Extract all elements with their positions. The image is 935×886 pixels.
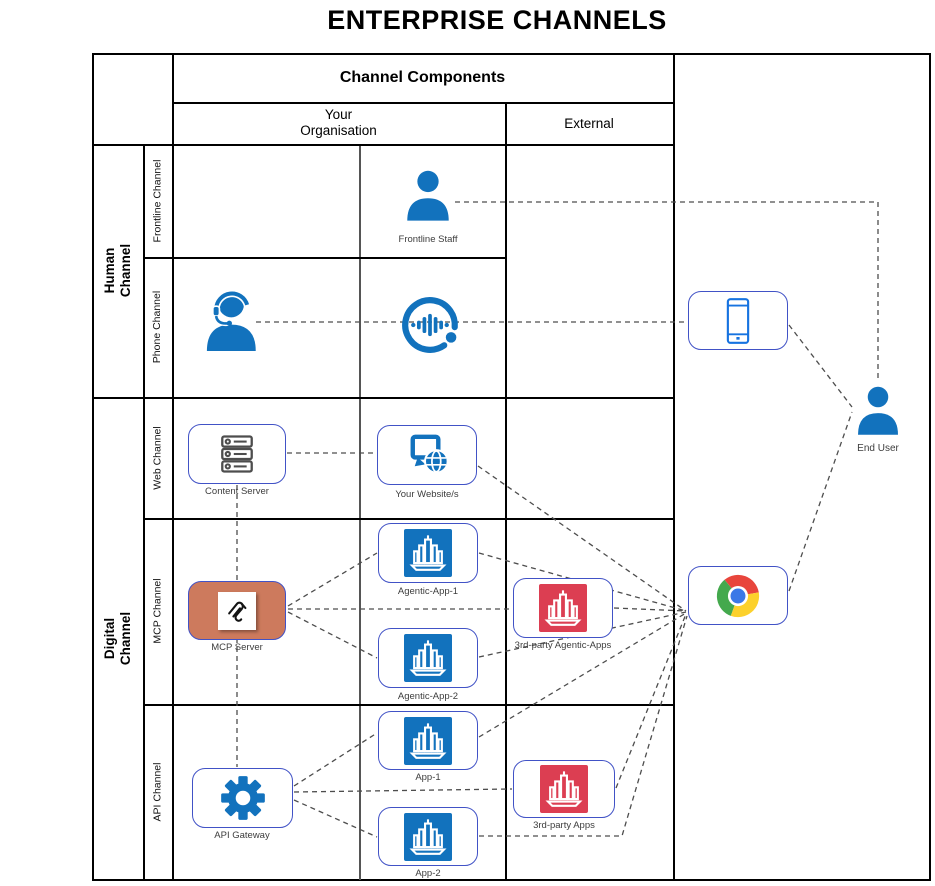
chrome-logo-icon xyxy=(716,574,760,617)
edge-phone-device-to-end-user xyxy=(788,324,853,408)
app-tile xyxy=(404,634,452,682)
app-tile xyxy=(539,584,587,632)
third-party-agentic-apps-node xyxy=(513,578,613,638)
grid-line xyxy=(92,53,94,881)
mcp-logo-tile xyxy=(218,591,256,630)
row-label-web-channel: Web Channel xyxy=(151,425,164,490)
edge-mcp-server-to-agentic-app-2 xyxy=(287,611,378,659)
grid-line xyxy=(92,53,931,55)
app-1-node xyxy=(378,711,478,770)
grid-line xyxy=(143,257,506,259)
header-external: External xyxy=(564,115,614,131)
api-gateway-label: API Gateway xyxy=(214,830,270,841)
support-agent-headset-icon xyxy=(206,289,256,352)
grid-line xyxy=(505,102,507,880)
monitor-globe-icon xyxy=(410,434,449,474)
row-label-phone-channel: Phone Channel xyxy=(151,290,164,364)
app-tile xyxy=(540,765,588,813)
grid-line xyxy=(172,102,674,104)
building-app-icon xyxy=(409,640,447,676)
grid-line xyxy=(143,144,145,880)
mcp-server-node xyxy=(188,581,286,640)
app-2-label: App-2 xyxy=(415,868,441,879)
smartphone-icon xyxy=(726,297,750,344)
person-icon xyxy=(407,170,449,221)
content-server-label: Content Server xyxy=(205,486,269,497)
third-party-apps-label: 3rd-party Apps xyxy=(533,820,595,831)
grid-line xyxy=(143,704,674,706)
agentic-app-2-label: Agentic-App-2 xyxy=(397,691,459,702)
phone-device-node xyxy=(688,291,788,350)
grid-line xyxy=(143,518,674,520)
edge-frontline-staff-to-end-user xyxy=(455,201,879,381)
voice-ai-waveform-icon xyxy=(402,297,458,353)
app-tile xyxy=(404,716,452,765)
app-tile xyxy=(404,812,452,861)
third-party-apps-node xyxy=(513,760,615,818)
end-user-label: End User xyxy=(857,443,899,454)
building-app-icon xyxy=(409,722,447,759)
grid-line xyxy=(92,397,674,399)
app-2-node xyxy=(378,807,478,866)
row-label-frontline-channel: Frontline Channel xyxy=(151,159,164,242)
edge-mcp-server-to-agentic-app-1 xyxy=(287,552,378,607)
agentic-app-2-node xyxy=(378,628,478,688)
grid-line xyxy=(92,144,674,146)
row-label-mcp-channel: MCP Channel xyxy=(151,578,164,644)
third-party-agentic-apps-label: 3rd-party Agentic-Apps xyxy=(514,640,612,651)
grid-line xyxy=(359,144,361,880)
grid-line xyxy=(929,53,931,881)
person-icon xyxy=(858,386,898,435)
gear-icon xyxy=(220,776,265,820)
your-websites-label: Your Website/s xyxy=(395,489,459,500)
edge-third-party-agentic-apps-to-browser xyxy=(613,607,687,612)
api-gateway-node xyxy=(192,768,293,828)
server-stack-icon xyxy=(221,435,253,473)
page-title: ENTERPRISE CHANNELS xyxy=(327,5,667,35)
header-your-organisation: Your Organisation xyxy=(300,106,377,138)
edge-api-gateway-to-app-2 xyxy=(293,799,378,838)
app-tile xyxy=(404,529,452,577)
mcp-server-label: MCP Server xyxy=(211,642,263,653)
header-channel-components: Channel Components xyxy=(339,68,506,86)
agentic-app-1-label: Agentic-App-1 xyxy=(397,586,459,597)
grid-line xyxy=(92,879,931,881)
your-websites-node xyxy=(377,425,477,485)
building-app-icon xyxy=(409,818,447,855)
row-group-human-channel: Human Channel xyxy=(101,243,133,298)
building-app-icon xyxy=(544,590,582,626)
frontline-staff-label: Frontline Staff xyxy=(398,234,458,245)
app-1-label: App-1 xyxy=(415,772,441,783)
content-server-node xyxy=(188,424,286,484)
browser-node xyxy=(688,566,788,625)
mcp-logo-icon xyxy=(228,601,247,622)
agentic-app-1-node xyxy=(378,523,478,583)
row-label-api-channel: API Channel xyxy=(151,762,164,822)
edge-browser-to-end-user xyxy=(788,411,853,592)
edge-api-gateway-to-third-party-apps xyxy=(293,788,513,793)
grid-line xyxy=(172,53,174,880)
row-group-digital-channel: Digital Channel xyxy=(101,611,133,666)
building-app-icon xyxy=(545,771,583,807)
building-app-icon xyxy=(409,535,447,571)
grid-line xyxy=(673,53,675,880)
edge-api-gateway-to-app-1 xyxy=(293,732,378,787)
